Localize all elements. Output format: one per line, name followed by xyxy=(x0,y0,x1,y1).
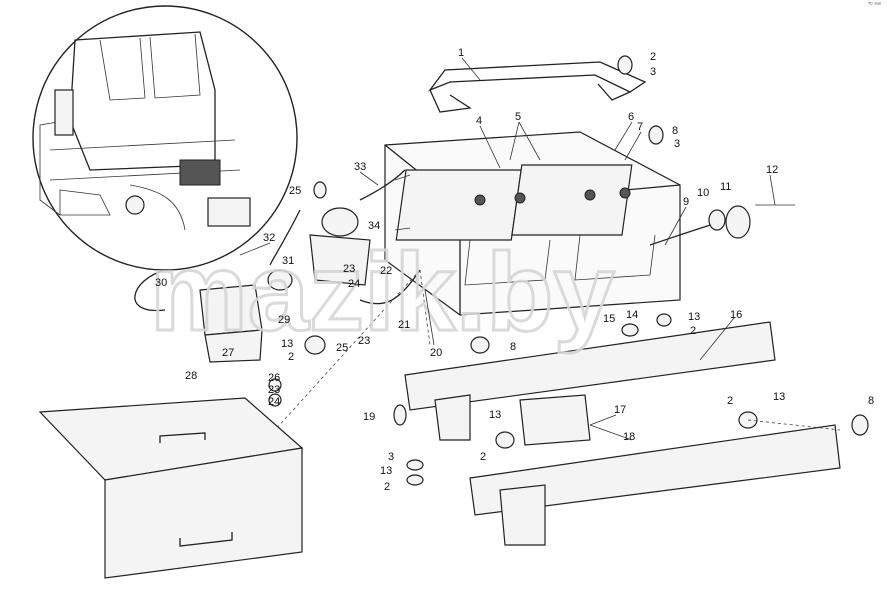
callout-2: 2 xyxy=(480,451,486,463)
leader-lines xyxy=(239,57,841,441)
callout-23: 23 xyxy=(343,263,355,275)
callout-26: 26 xyxy=(268,372,280,384)
callout-22: 22 xyxy=(380,265,392,277)
callout-2: 2 xyxy=(727,395,733,407)
callout-34: 34 xyxy=(368,220,380,232)
terminal-block xyxy=(199,284,263,363)
callout-13: 13 xyxy=(380,465,392,477)
callout-13: 13 xyxy=(281,338,293,350)
callout-13: 13 xyxy=(773,391,785,403)
callout-8: 8 xyxy=(868,395,874,407)
callout-21: 21 xyxy=(398,319,410,331)
callout-5: 5 xyxy=(515,111,521,123)
callout-33: 33 xyxy=(354,161,366,173)
callout-27: 27 xyxy=(222,347,234,359)
callout-8: 8 xyxy=(672,125,678,137)
switch-parts xyxy=(267,204,795,355)
callout-6: 6 xyxy=(628,111,634,123)
battery-holder-frame xyxy=(428,61,647,113)
fasteners xyxy=(268,55,869,486)
support-rails xyxy=(404,321,841,546)
callout-15: 15 xyxy=(603,313,615,325)
callout-2: 2 xyxy=(650,51,656,63)
callout-16: 16 xyxy=(730,309,742,321)
callout-13: 13 xyxy=(489,409,501,421)
battery-cover xyxy=(38,397,304,579)
callout-10: 10 xyxy=(697,187,709,199)
callout-3: 3 xyxy=(674,138,680,150)
callout-11: 11 xyxy=(720,181,731,193)
callout-7: 7 xyxy=(637,121,643,133)
callout-24: 24 xyxy=(268,396,280,408)
callout-12: 12 xyxy=(766,164,778,176)
callout-13: 13 xyxy=(688,311,700,323)
battery-box xyxy=(384,131,681,316)
callout-3: 3 xyxy=(388,451,394,463)
callout-18: 18 xyxy=(623,431,635,443)
callout-23: 23 xyxy=(268,384,280,396)
callout-1: 1 xyxy=(458,47,464,59)
watermark-text: mazik.by xyxy=(150,231,615,354)
callout-2: 2 xyxy=(384,481,390,493)
callout-2: 2 xyxy=(690,325,696,337)
callout-9: 9 xyxy=(683,196,689,208)
callout-30: 30 xyxy=(155,277,167,289)
truck-inset xyxy=(32,5,298,271)
callout-3: 3 xyxy=(650,66,656,78)
callout-23: 23 xyxy=(358,335,370,347)
callout-29: 29 xyxy=(278,314,290,326)
callout-32: 32 xyxy=(263,232,275,244)
callout-31: 31 xyxy=(282,255,294,267)
callout-28: 28 xyxy=(185,370,197,382)
callout-2: 2 xyxy=(288,351,294,363)
callout-labels: 1 2 3 4 5 6 7 8 3 12 11 10 9 33 25 34 32… xyxy=(155,47,874,493)
callout-14: 14 xyxy=(626,309,638,321)
callout-17: 17 xyxy=(614,404,626,416)
callout-4: 4 xyxy=(476,115,482,127)
corner-mark: *ᵖ ᵃᵃᵃ xyxy=(868,2,881,8)
callout-19: 19 xyxy=(363,411,375,423)
callout-20: 20 xyxy=(430,347,442,359)
callout-25: 25 xyxy=(336,342,348,354)
callout-24: 24 xyxy=(348,278,360,290)
callout-8: 8 xyxy=(510,341,516,353)
callout-25: 25 xyxy=(289,185,301,197)
